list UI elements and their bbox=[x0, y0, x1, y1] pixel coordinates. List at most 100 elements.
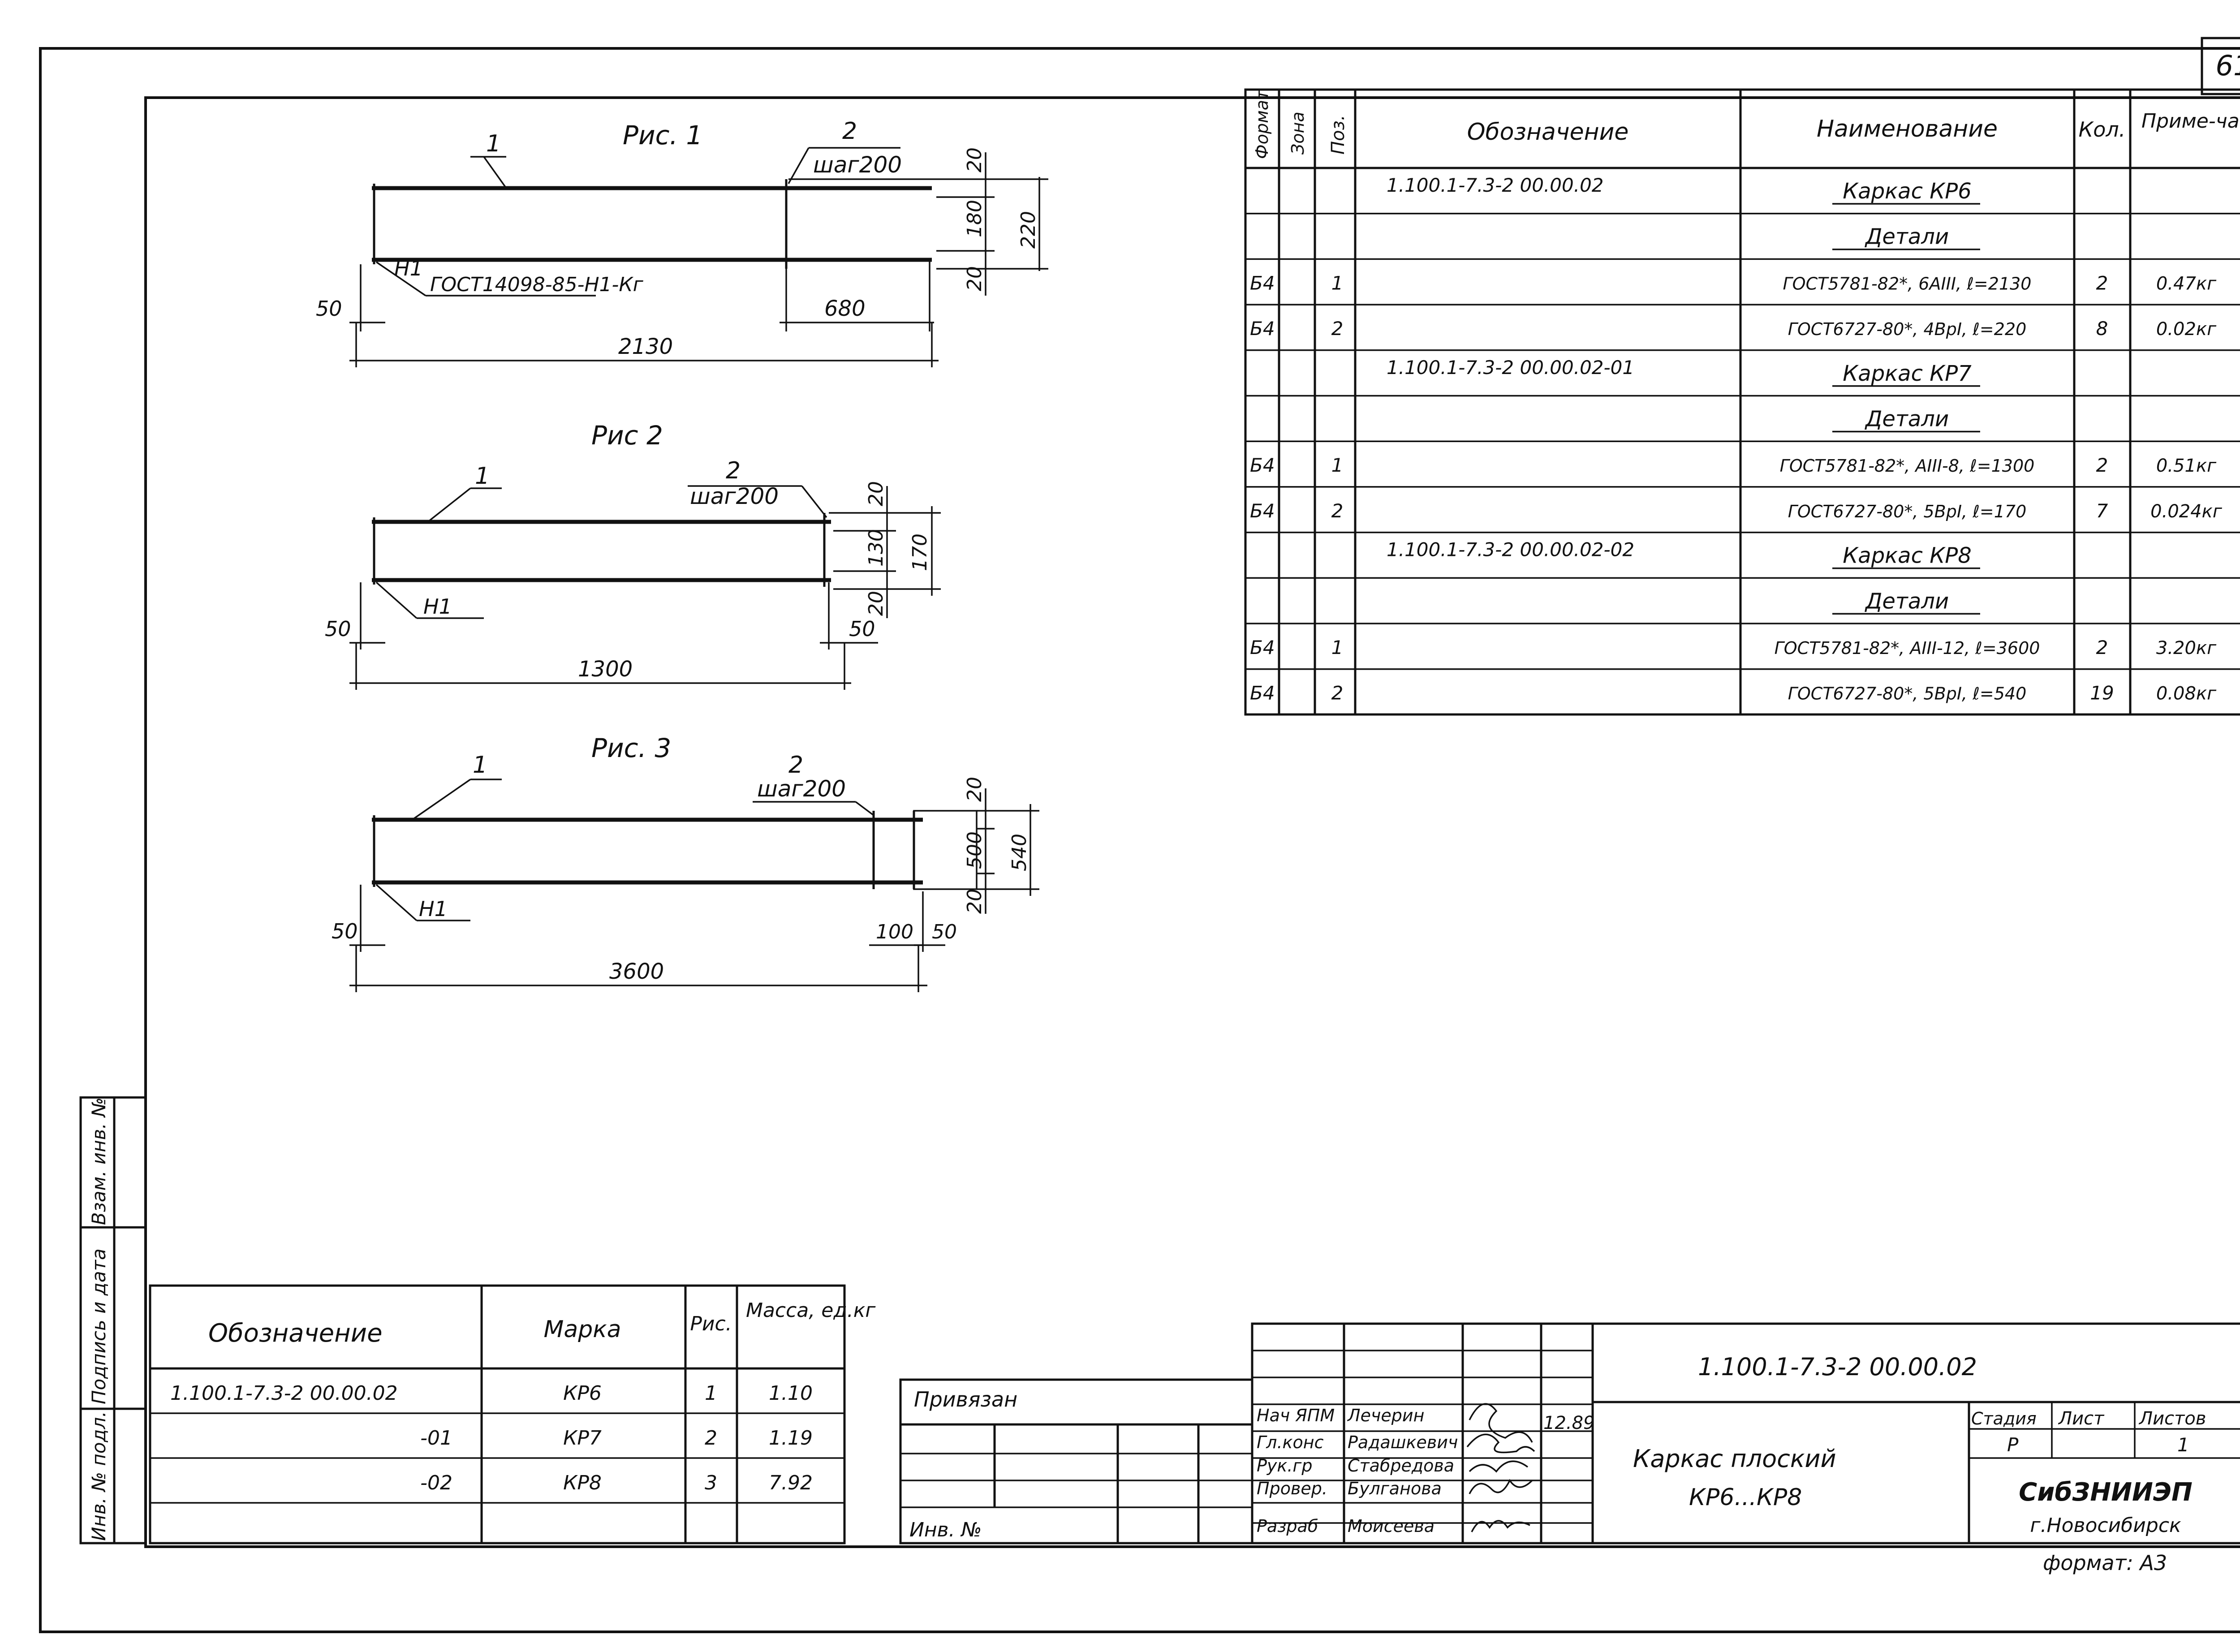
fig2-dim20a: 20 bbox=[865, 481, 887, 506]
mass-table-border bbox=[149, 1284, 846, 1544]
fig2-pos2-label: 2 bbox=[726, 457, 741, 484]
spec-row-qty: 2 bbox=[2096, 637, 2108, 658]
spec-row-name: ГОСТ6727-80*, 5ВрI, ℓ=170 bbox=[1788, 502, 2027, 521]
fig3-leader-1 bbox=[412, 779, 471, 821]
fig2-weld-leader bbox=[375, 581, 418, 619]
spec-row-name: Каркас КР8 bbox=[1843, 543, 1972, 568]
fig1-dim680: 680 bbox=[824, 296, 866, 321]
side-vzam-inv: Взам. инв. № bbox=[88, 1097, 110, 1225]
mass-row-mark: КР8 bbox=[563, 1471, 602, 1494]
fig1-dim20a: 20 bbox=[963, 147, 986, 172]
tb-code: 1.100.1-7.3-2 00.00.02 bbox=[1698, 1353, 1977, 1381]
mass-row-designation: 1.100.1-7.3-2 00.00.02 bbox=[170, 1382, 398, 1405]
fig3-pos2-label: 2 bbox=[788, 752, 803, 779]
spec-row-pos: 1 bbox=[1331, 272, 1344, 294]
fig1-step-label: шаг200 bbox=[813, 152, 902, 178]
fig1-weld-label: Н1 bbox=[394, 256, 423, 280]
outer-frame bbox=[39, 47, 2240, 1633]
spec-row-format: Б4 bbox=[1250, 318, 1275, 340]
fig2-title: Рис 2 bbox=[591, 420, 663, 451]
fig3-dim500: 500 bbox=[963, 831, 986, 869]
spec-row-name: ГОСТ5781-82*, АIII-8, ℓ=1300 bbox=[1780, 456, 2035, 476]
fig2-dim50a: 50 bbox=[325, 617, 351, 641]
spec-row-format: Б4 bbox=[1250, 500, 1275, 522]
spec-row-name: Детали bbox=[1865, 224, 1949, 250]
spec-row-name: Детали bbox=[1865, 589, 1949, 614]
mass-row-fig: 2 bbox=[705, 1427, 717, 1450]
spec-row-designation: 1.100.1-7.3-2 00.00.02 bbox=[1387, 174, 1604, 196]
spec-row-name: ГОСТ5781-82*, 6АIII, ℓ=2130 bbox=[1783, 274, 2032, 293]
tb-title-line1: Каркас плоский bbox=[1633, 1445, 1836, 1473]
fig3-step-label: шаг200 bbox=[757, 776, 846, 802]
signature-1 bbox=[1469, 1403, 1533, 1443]
spec-header-zone: Зона bbox=[1288, 112, 1308, 155]
tb-sheets: 1 bbox=[2177, 1434, 2189, 1456]
spec-row-name: ГОСТ6727-80*, 5ВрI, ℓ=540 bbox=[1788, 684, 2027, 704]
fig2-weld-label: Н1 bbox=[423, 594, 452, 619]
signer-role: Рук.гр bbox=[1257, 1456, 1313, 1476]
fig2-leader-2 bbox=[801, 485, 827, 518]
spec-row-name: Каркас КР7 bbox=[1843, 361, 1972, 386]
fig3-leader-2 bbox=[855, 801, 874, 816]
spec-row-note: 0.51кг bbox=[2156, 456, 2217, 476]
fig3-dim50b: 50 bbox=[932, 921, 957, 943]
mass-row-fig: 1 bbox=[705, 1382, 717, 1405]
spec-row-pos: 2 bbox=[1331, 318, 1344, 340]
spec-row-qty: 8 bbox=[2096, 318, 2108, 340]
signer-role: Гл.конс bbox=[1257, 1433, 1324, 1452]
fig2-dim130: 130 bbox=[865, 529, 887, 567]
signer-name: Лечерин bbox=[1347, 1406, 1424, 1425]
fig1-pos2-label: 2 bbox=[842, 118, 857, 145]
fig1-leader-1 bbox=[483, 156, 507, 189]
fig1-gost-label: ГОСТ14098-85-Н1-Кг bbox=[430, 273, 644, 296]
side-stamp: Инв. № подл. Подпись и дата Взам. инв. № bbox=[79, 1096, 147, 1544]
spec-row-pos: 2 bbox=[1331, 500, 1344, 522]
signature-5 bbox=[1471, 1520, 1530, 1532]
mass-row-mass: 7.92 bbox=[769, 1471, 813, 1494]
signature-2 bbox=[1466, 1433, 1535, 1454]
figure-2: Рис 2 1 2 шаг200 Н1 50 50 1300 20 130 20 bbox=[325, 420, 941, 690]
tb-stage-label: Стадия bbox=[1971, 1409, 2037, 1428]
side-inv-orig: Инв. № подл. bbox=[88, 1411, 110, 1541]
side-sign-date: Подпись и дата bbox=[88, 1248, 110, 1404]
mass-header-fig: Рис. bbox=[690, 1312, 732, 1335]
tb-title-line2: КР6...КР8 bbox=[1689, 1484, 1802, 1511]
fig1-dim180: 180 bbox=[963, 200, 986, 237]
spec-header-note: Приме-чание bbox=[2141, 110, 2240, 133]
spec-header-designation: Обозначение bbox=[1467, 119, 1629, 146]
signer-role: Провер. bbox=[1257, 1479, 1327, 1498]
spec-row-note: 0.024кг bbox=[2150, 501, 2223, 522]
mass-row-mark: КР7 bbox=[563, 1427, 602, 1450]
mass-row-mark: КР6 bbox=[563, 1382, 602, 1405]
signer-name: Моисеева bbox=[1348, 1516, 1434, 1536]
spec-row-pos: 2 bbox=[1331, 682, 1344, 704]
spec-row-pos: 1 bbox=[1331, 454, 1344, 476]
mass-row-designation: -01 bbox=[420, 1427, 452, 1450]
spec-row-note: 0.08кг bbox=[2156, 684, 2217, 704]
fig3-dim20b: 20 bbox=[963, 889, 986, 914]
signer-role: Нач ЯПМ bbox=[1257, 1406, 1335, 1425]
mass-table: Обозначение Марка Рис. Масса, ед.кг 1.10… bbox=[149, 1284, 876, 1544]
signer-name: Булганова bbox=[1348, 1479, 1442, 1498]
spec-row-designation: 1.100.1-7.3-2 00.00.02-02 bbox=[1387, 539, 1634, 561]
privyazan-label: Привязан bbox=[914, 1387, 1017, 1411]
tb-stage: Р bbox=[2007, 1434, 2019, 1456]
fig1-title: Рис. 1 bbox=[623, 120, 702, 151]
fig2-dim20b: 20 bbox=[865, 591, 887, 616]
fig2-dim1300: 1300 bbox=[578, 657, 633, 682]
title-block-border bbox=[1251, 1322, 2240, 1544]
spec-header-pos: Поз. bbox=[1328, 115, 1348, 155]
spec-row-qty: 2 bbox=[2096, 272, 2108, 294]
mass-row-fig: 3 bbox=[705, 1471, 717, 1494]
spec-row-name: Детали bbox=[1865, 407, 1949, 432]
fig1-dim220: 220 bbox=[1017, 211, 1040, 249]
fig2-step-label: шаг200 bbox=[690, 483, 779, 509]
fig1-pos1-label: 1 bbox=[486, 130, 501, 157]
mass-row-designation: -02 bbox=[420, 1471, 452, 1494]
fig1-dim20b: 20 bbox=[963, 266, 986, 291]
spec-row-format: Б4 bbox=[1250, 637, 1275, 658]
privyazan-inv: Инв. № bbox=[909, 1519, 982, 1541]
fig1-weld-leader bbox=[376, 261, 426, 297]
spec-row-qty: 2 bbox=[2096, 454, 2108, 476]
